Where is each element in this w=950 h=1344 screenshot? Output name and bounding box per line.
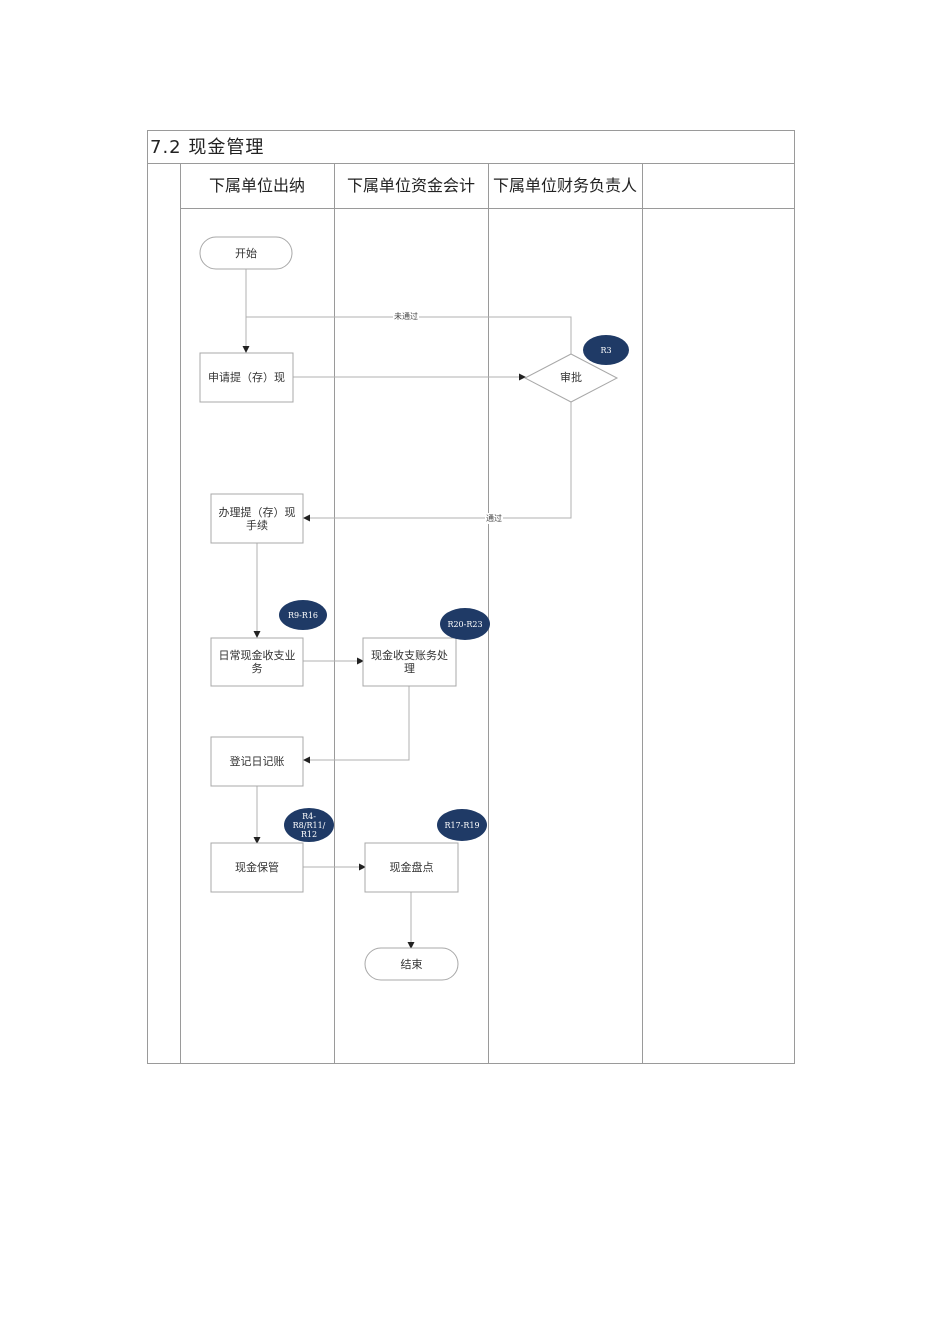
risk-badge-r9-r16 [279,600,327,630]
acct-label-line2: 理 [404,662,415,675]
lane-header-finance-manager: 下属单位财务负责人 [492,176,637,195]
edge-acct-journal [303,686,410,764]
risk-badge-r17-r19 [437,809,487,841]
count-process-box [364,842,459,893]
risk-badge-r20-r23 [440,608,490,640]
handle-process-box [210,493,304,544]
lane-divider-2 [488,163,489,1064]
badge-label-r4-line2: R8/R11/ [292,820,326,830]
flowchart-frame [147,130,795,1064]
journal-process-box [210,736,304,787]
daily-process-box [210,637,304,687]
daily-label-line1: 日常现金收支业 [218,649,296,662]
acct-process-box [362,637,457,687]
end-terminator [364,947,459,981]
badge-label-r17-r19: R17-R19 [444,820,480,830]
edge-label-passed: 通过 [485,513,503,524]
daily-label-line2: 务 [251,662,263,675]
end-label: 结束 [400,957,423,971]
lane-divider-0 [180,163,181,1064]
edge-label-rejected: 未通过 [393,311,419,322]
lane-divider-1 [334,163,335,1064]
acct-label: 现金收支账务处 理 [363,638,456,686]
handle-label-line2: 手续 [246,518,268,532]
edge-rejected [246,316,572,354]
apply-label: 申请提（存）现 [208,371,285,384]
badge-label-r4-r12: R4- R8/R11/ R12 [284,808,334,842]
start-terminator [199,236,293,270]
lane-header-cashier: 下属单位出纳 [208,176,305,195]
badge-label-r3: R3 [600,345,612,355]
badge-label-r4-line3: R12 [300,829,318,839]
risk-badge-r3 [583,335,629,365]
edge-passed [303,402,572,522]
section-title: 7.2 现金管理 [150,137,265,158]
risk-badge-r4-r12 [284,808,334,842]
badge-label-r9-r16: R9-R16 [287,610,319,620]
badge-label-r20-r23: R20-R23 [447,619,483,629]
start-label: 开始 [235,246,257,260]
apply-process-box [199,352,294,403]
title-divider [147,163,795,164]
count-label: 现金盘点 [389,861,434,874]
lane-divider-3 [642,163,643,1064]
approve-label: 审批 [560,370,582,384]
badge-label-r4-line1: R4- [302,811,316,821]
acct-label-line1: 现金收支账务处 [371,649,448,662]
header-divider [180,208,795,209]
journal-label: 登记日记账 [229,755,285,768]
handle-label-line1: 办理提（存）现 [218,505,296,519]
custody-process-box [210,842,304,893]
handle-label: 办理提（存）现 手续 [211,494,303,543]
custody-label: 现金保管 [235,861,279,874]
lane-header-fund-accountant: 下属单位资金会计 [346,176,475,195]
approve-decision [523,353,619,403]
daily-label: 日常现金收支业 务 [211,638,303,686]
